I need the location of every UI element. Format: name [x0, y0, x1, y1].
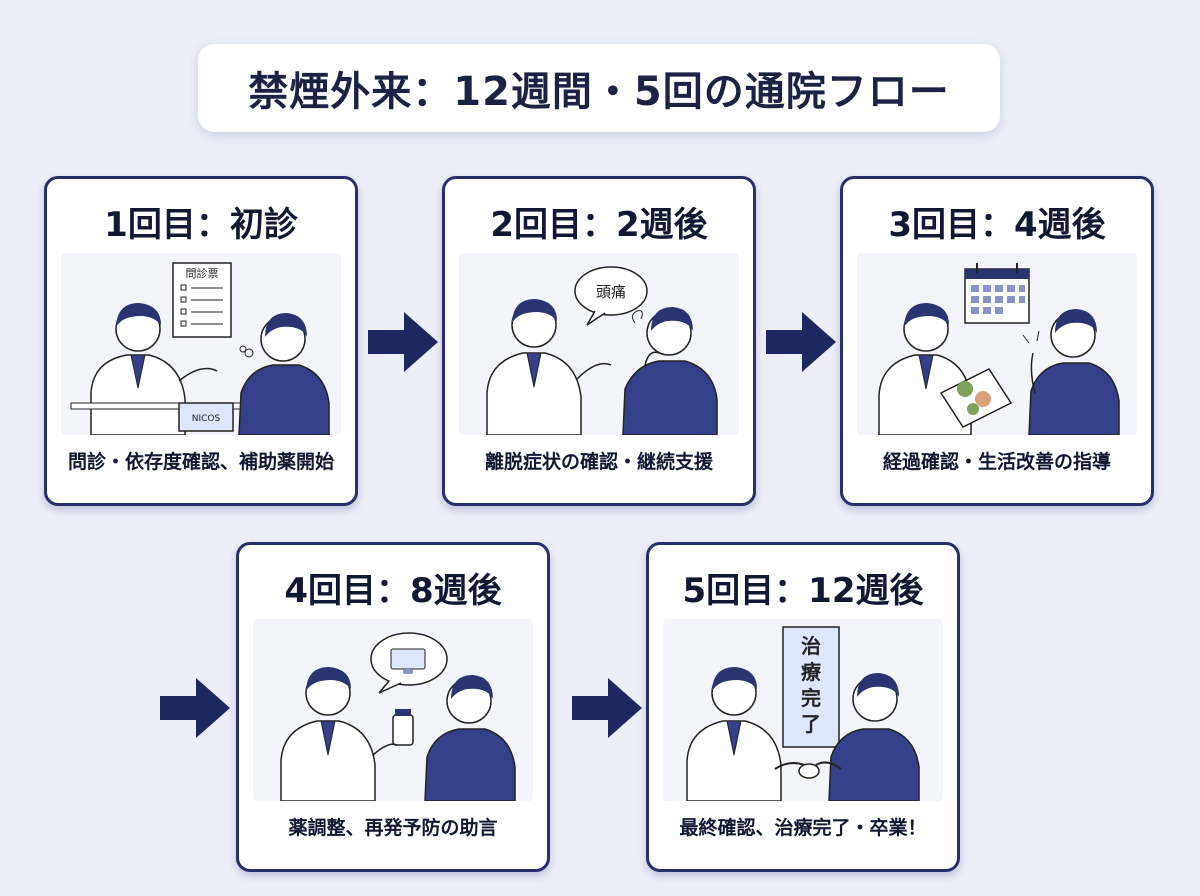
illustration-first-visit: 問診票 NICOS: [61, 253, 341, 435]
medicine-box-label: NICOS: [192, 414, 221, 424]
banner-char-3: 完: [801, 686, 821, 710]
questionnaire-label: 問診票: [186, 266, 219, 280]
illustration-lifestyle-guidance: [857, 253, 1137, 435]
step-title: 1回目：初診: [104, 205, 298, 245]
page-title: 禁煙外来：12週間・5回の通院フロー: [248, 69, 950, 115]
flow-arrow-4: [572, 678, 642, 738]
headache-bubble-text: 頭痛: [596, 283, 626, 301]
step-caption: 経過確認・生活改善の指導: [882, 451, 1111, 473]
step-caption: 問診・依存度確認、補助薬開始: [67, 451, 334, 473]
illustration-treatment-complete: 治 療 完 了: [663, 619, 943, 801]
flow-arrow-2: [766, 312, 836, 372]
banner-char-4: 了: [801, 712, 821, 736]
banner-char-2: 療: [801, 660, 821, 684]
step-card-1: 1回目：初診 問診票 NICOS 問診・依存度: [44, 176, 358, 506]
step-caption: 離脱症状の確認・継続支援: [484, 451, 713, 473]
illustration-withdrawal-check: 頭痛: [459, 253, 739, 435]
step-caption: 最終確認、治療完了・卒業！: [679, 817, 927, 839]
banner-char-1: 治: [801, 634, 821, 658]
step-card-3: 3回目：4週後: [840, 176, 1154, 506]
step-title: 2回目：2週後: [490, 205, 708, 245]
step-title: 4回目：8週後: [284, 571, 502, 611]
flow-arrow-1: [368, 312, 438, 372]
flow-arrow-3: [160, 678, 230, 738]
title-panel: 禁煙外来：12週間・5回の通院フロー: [198, 44, 1000, 132]
step-title: 3回目：4週後: [888, 205, 1106, 245]
step-title: 5回目：12週後: [682, 571, 924, 611]
illustration-medication-adjustment: [253, 619, 533, 801]
step-caption: 薬調整、再発予防の助言: [288, 817, 498, 839]
step-card-5: 5回目：12週後 治 療 完 了 最終確認、治療完了・卒業！: [646, 542, 960, 872]
step-card-2: 2回目：2週後 頭痛 離脱症状の確認・継続支援: [442, 176, 756, 506]
step-card-4: 4回目：8週後 薬調整、再発予防の助言: [236, 542, 550, 872]
